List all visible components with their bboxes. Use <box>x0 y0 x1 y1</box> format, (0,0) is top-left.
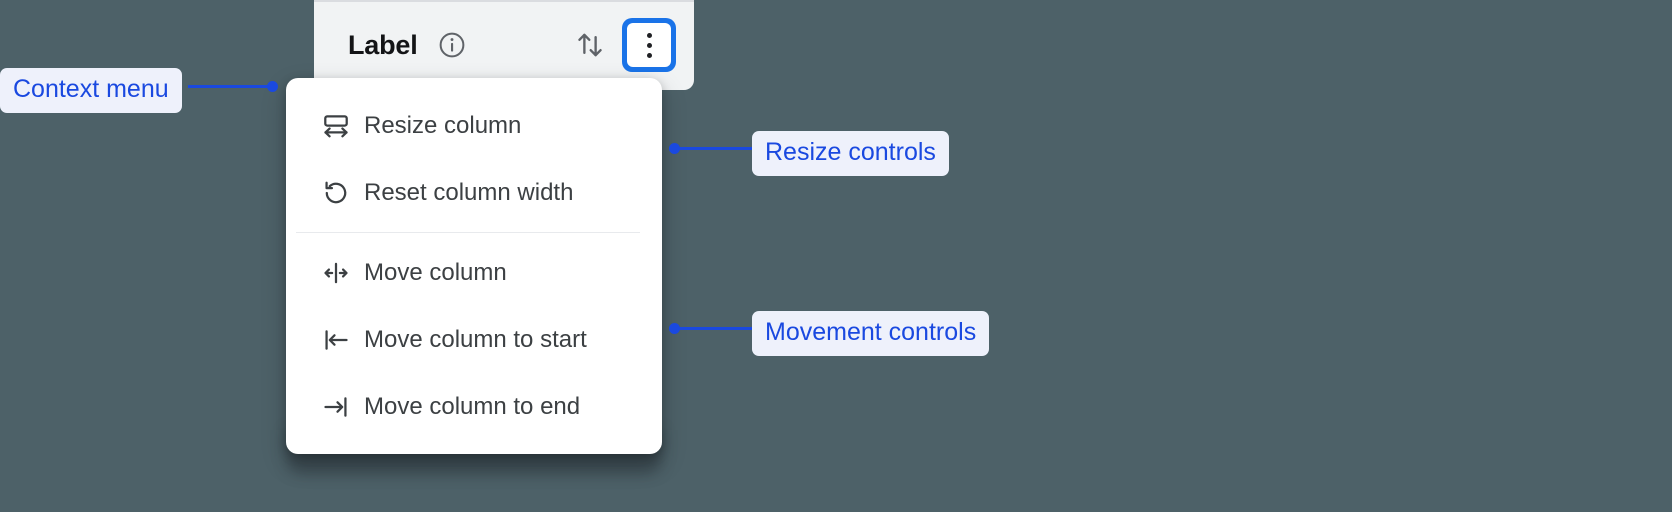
kebab-dot-3 <box>646 52 652 58</box>
menu-item-label: Reset column width <box>364 178 574 206</box>
context-menu: Resize column Reset column width Move co… <box>286 78 662 454</box>
reset-width-icon <box>320 177 352 209</box>
column-header-card: Label <box>314 0 694 90</box>
move-to-end-icon <box>320 391 352 423</box>
menu-item-label: Move column to end <box>364 392 581 420</box>
menu-item-move-column-to-end[interactable]: Move column to end <box>286 373 662 440</box>
kebab-dot-2 <box>646 42 652 48</box>
move-column-icon <box>320 257 352 289</box>
menu-item-label: Resize column <box>364 111 522 139</box>
annotation-context-menu: Context menu <box>0 68 182 113</box>
resize-column-icon <box>320 110 352 142</box>
menu-divider <box>296 232 640 233</box>
menu-item-label: Move column <box>364 258 507 286</box>
menu-item-reset-column-width[interactable]: Reset column width <box>286 159 662 226</box>
menu-item-move-column[interactable]: Move column <box>286 239 662 306</box>
annotation-leader-line-movement-controls <box>676 327 756 330</box>
sort-up-down-icon[interactable] <box>570 25 610 65</box>
menu-item-resize-column[interactable]: Resize column <box>286 92 662 159</box>
annotation-anchor-dot-resize-controls <box>669 143 680 154</box>
annotation-movement-controls: Movement controls <box>752 311 990 356</box>
info-circle-icon[interactable] <box>437 30 467 60</box>
menu-item-label: Move column to start <box>364 325 587 353</box>
kebab-dot-1 <box>646 32 652 38</box>
annotation-anchor-dot-context-menu <box>267 81 278 92</box>
annotation-leader-line-resize-controls <box>676 147 756 150</box>
menu-item-move-column-to-start[interactable]: Move column to start <box>286 306 662 373</box>
annotation-leader-line-context-menu <box>188 85 270 88</box>
move-to-start-icon <box>320 324 352 356</box>
column-header-title: Label <box>348 29 418 60</box>
annotation-anchor-dot-movement-controls <box>669 323 680 334</box>
kebab-menu-icon[interactable] <box>627 23 671 67</box>
annotation-resize-controls: Resize controls <box>752 131 949 176</box>
column-menu-focus-ring <box>622 18 676 72</box>
